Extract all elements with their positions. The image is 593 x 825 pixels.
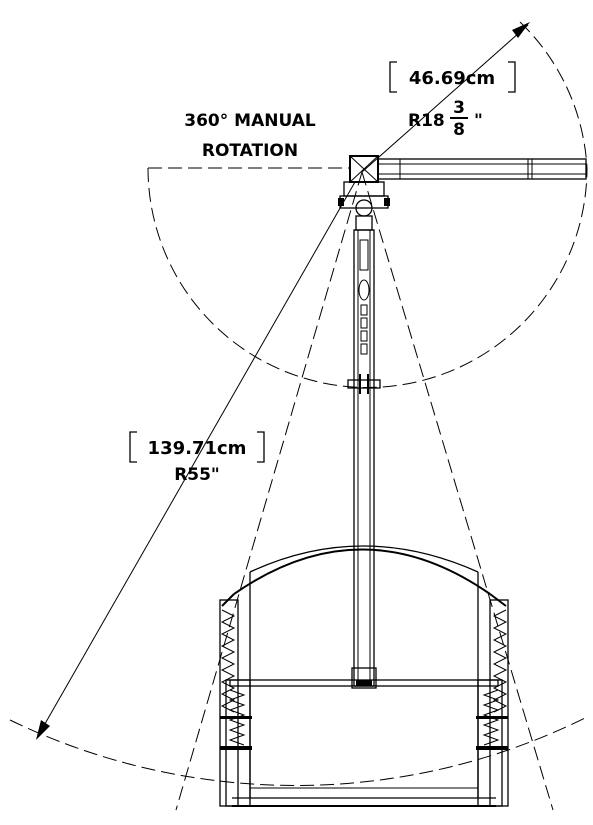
jib-arm bbox=[377, 158, 587, 180]
small-radius-prefix: R18 bbox=[408, 111, 445, 131]
small-radius-dimension bbox=[361, 22, 530, 173]
small-radius-inch-mark: " bbox=[474, 111, 483, 131]
small-radius-metric: 46.69cm bbox=[409, 68, 495, 89]
pivot-head bbox=[338, 155, 390, 231]
large-radius-label: 139.71cm R55" bbox=[129, 431, 265, 485]
small-radius-fraction-numerator: 3 bbox=[453, 98, 465, 118]
large-radius-metric: 139.71cm bbox=[148, 438, 247, 459]
swing-sector bbox=[9, 171, 586, 811]
small-radius-fraction-denominator: 8 bbox=[453, 120, 465, 140]
rotation-label-line1: 360° MANUAL bbox=[184, 111, 316, 131]
base-frame bbox=[219, 545, 509, 807]
rotation-label-line2: ROTATION bbox=[202, 141, 298, 161]
large-radius-dimension bbox=[36, 181, 356, 740]
vertical-boom bbox=[347, 229, 381, 689]
small-radius-label: 46.69cm R18 3 8 " bbox=[389, 61, 516, 140]
large-radius-imperial: R55" bbox=[174, 465, 220, 485]
rotation-label: 360° MANUAL ROTATION bbox=[184, 111, 316, 161]
